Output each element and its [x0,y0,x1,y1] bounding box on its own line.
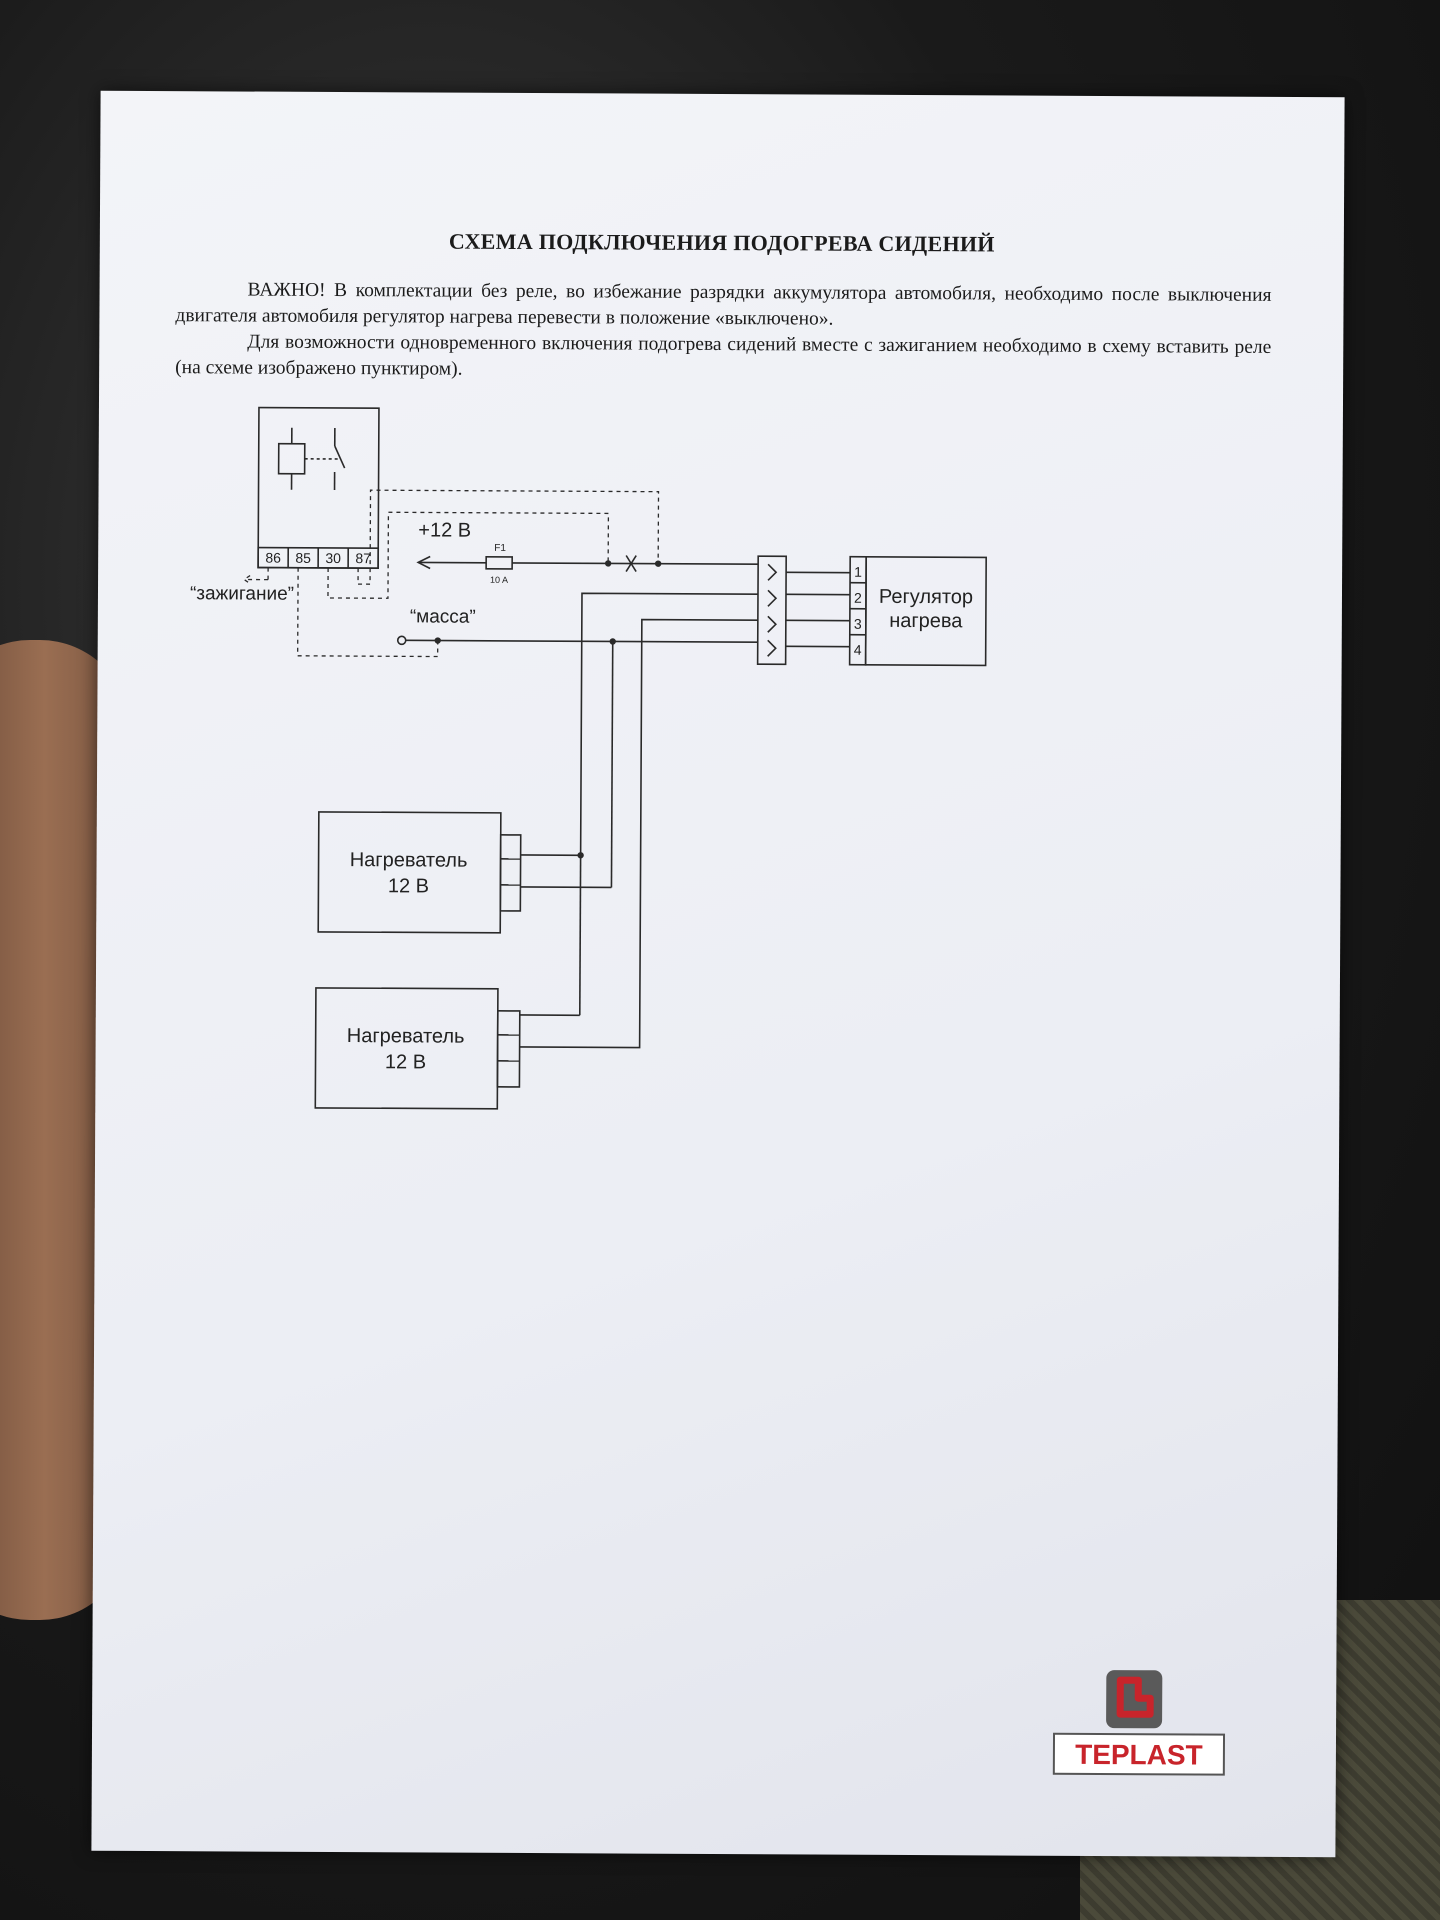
regulator-pin-3: 3 [854,616,862,632]
fuse-rating-label: 10 A [490,575,508,585]
plus-12v-wire [418,561,759,566]
ground-terminal-icon [396,635,407,646]
relay-pin-87: 87 [355,550,371,566]
relay-pin-85: 85 [295,550,311,566]
fuse-f1-label: F1 [494,543,506,554]
heater-1-connector [499,834,522,912]
heater-2-label-line2: 12 В [385,1051,426,1073]
regulator-pin-4: 4 [854,642,862,658]
fuse-f1-icon [485,555,513,570]
heater-1-box [317,811,502,934]
heater-2-label-line1: Нагреватель [347,1025,465,1048]
relay-coil-icon [277,442,306,475]
ignition-label: “зажигание” [190,583,294,605]
instruction-sheet: СХЕМА ПОДКЛЮЧЕНИЯ ПОДОГРЕВА СИДЕНИЙ ВАЖН… [91,90,1345,1858]
heater-2-box [314,987,499,1110]
ground-label: “масса” [410,606,476,627]
regulator-pin-2: 2 [854,590,862,606]
heater-2-connector [496,1010,521,1088]
regulator-label-line1: Регулятор [879,586,973,608]
heater-1-label-line1: Нагреватель [350,849,468,872]
wiring-diagram: 86 85 30 87 +12 В F1 10 A “зажигание” “м… [190,406,987,1110]
teplast-logo: TEPLAST [1052,1670,1226,1776]
plus-12v-label: +12 В [418,519,471,541]
regulator-pin-1: 1 [854,564,862,580]
relay-pin-86: 86 [265,550,281,566]
teplast-logo-text: TEPLAST [1075,1739,1203,1771]
relay-pin-30: 30 [325,550,341,566]
relay-box [257,406,380,570]
heat-regulator-box [864,555,987,667]
connector-block [756,555,787,666]
regulator-label-line2: нагрева [889,610,963,632]
relay-switch-icon [334,445,346,469]
heater-1-label-line2: 12 В [388,875,429,897]
